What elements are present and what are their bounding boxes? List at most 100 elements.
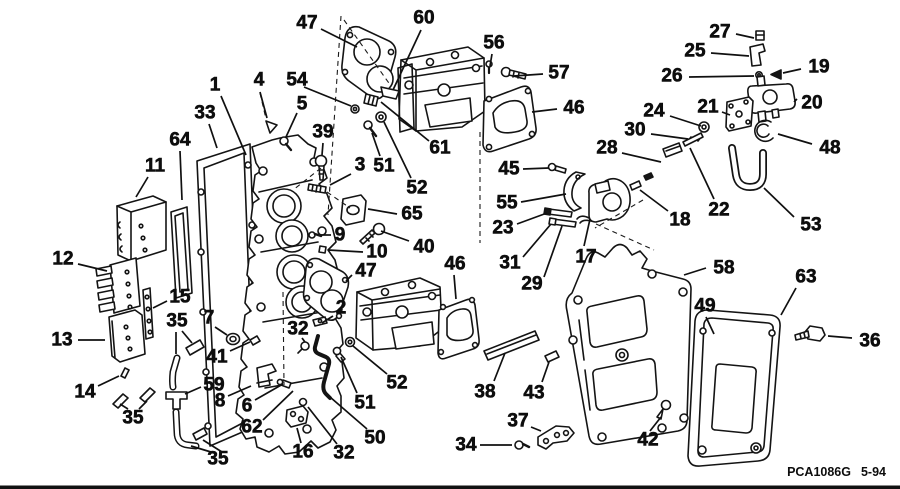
pin-18b xyxy=(643,172,654,181)
callout-9-32: 9 xyxy=(335,225,346,246)
bolt-57 xyxy=(500,66,527,80)
callout-41-56: 41 xyxy=(206,347,228,368)
leader-line-25 xyxy=(710,52,750,57)
callout-13-54: 13 xyxy=(51,330,72,351)
callout-54-20: 54 xyxy=(286,70,308,91)
leader-line-37 xyxy=(530,426,542,432)
fuel-pump-group xyxy=(629,30,796,191)
leader-line-48 xyxy=(777,133,813,145)
callout-56-2: 56 xyxy=(483,33,504,54)
leader-line-56 xyxy=(489,53,493,67)
leader-line-30 xyxy=(650,133,689,140)
screw-34 xyxy=(514,440,531,450)
leader-line-33 xyxy=(208,123,218,149)
leader-line-54 xyxy=(303,86,352,107)
screw-45 xyxy=(554,165,567,174)
callout-35-63: 35 xyxy=(207,449,229,470)
leader-line-60 xyxy=(392,29,422,91)
primer-solenoid-group xyxy=(543,162,631,228)
carb-gasket-lower-left xyxy=(302,257,350,321)
callout-24-11: 24 xyxy=(643,101,665,122)
callout-50-66: 50 xyxy=(364,428,385,449)
callout-48-14: 48 xyxy=(819,138,840,159)
leader-line-2 xyxy=(321,315,334,324)
leader-line-17 xyxy=(583,218,591,247)
grommet-7 xyxy=(225,332,241,346)
clamp-32-b xyxy=(298,397,308,407)
callout-57-3: 57 xyxy=(548,63,569,84)
callout-64-24: 64 xyxy=(169,130,191,151)
leader-line-51 xyxy=(371,132,381,157)
leader-line-12 xyxy=(77,263,108,272)
callout-53-17: 53 xyxy=(800,215,821,236)
leader-line-43 xyxy=(541,361,550,383)
callout-3-26: 3 xyxy=(355,155,366,176)
bracket-65 xyxy=(340,194,367,226)
callout-14-57: 14 xyxy=(74,382,96,403)
callout-43-50: 43 xyxy=(523,383,544,404)
callout-52-28: 52 xyxy=(406,178,427,199)
callout-34-47: 34 xyxy=(455,435,477,456)
carb-gasket-upper xyxy=(341,25,397,100)
callout-15-52: 15 xyxy=(169,287,191,308)
callout-35-53: 35 xyxy=(166,311,188,332)
callout-25-6: 25 xyxy=(684,41,706,62)
callout-12-51: 12 xyxy=(52,249,73,270)
callout-35-62: 35 xyxy=(122,408,144,429)
callout-38-49: 38 xyxy=(474,382,495,403)
leader-line-49 xyxy=(705,316,715,335)
callout-47-34: 47 xyxy=(355,261,376,282)
leader-line-52 xyxy=(352,345,388,375)
rod-22 xyxy=(682,132,704,147)
callout-49-43: 49 xyxy=(694,296,715,317)
leader-line-65 xyxy=(367,208,398,215)
leader-line-35 xyxy=(181,330,193,344)
leader-line-15 xyxy=(152,300,168,309)
reed-plate-lower xyxy=(108,309,146,363)
callout-51-27: 51 xyxy=(373,156,395,177)
callout-58-42: 58 xyxy=(713,258,734,279)
callout-19-8: 19 xyxy=(808,57,829,78)
reed-retainer-strip xyxy=(142,287,154,340)
callout-45-36: 45 xyxy=(498,159,520,180)
screw-42 xyxy=(656,399,672,420)
footer-part-code: PCA1086G xyxy=(787,465,851,479)
leader-line-27 xyxy=(735,33,755,39)
strap-55 xyxy=(563,171,586,212)
carb-gasket-lower-right xyxy=(437,296,480,360)
leader-line-40 xyxy=(380,230,410,242)
callout-17-41: 17 xyxy=(575,247,596,268)
leader-line-26 xyxy=(688,75,755,78)
callout-10-33: 10 xyxy=(366,242,387,263)
callout-22-15: 22 xyxy=(708,200,729,221)
callout-59-58: 59 xyxy=(203,375,224,396)
leader-line-24 xyxy=(669,115,702,127)
leader-line-59 xyxy=(184,386,202,395)
leader-line-23 xyxy=(516,212,548,225)
leader-line-47 xyxy=(320,28,358,48)
callout-61-29: 61 xyxy=(429,138,451,159)
pin-43 xyxy=(544,350,560,363)
callout-37-48: 37 xyxy=(507,411,528,432)
callout-21-10: 21 xyxy=(697,97,719,118)
leader-line-21 xyxy=(721,111,731,116)
leader-line-20 xyxy=(793,98,798,103)
callout-23-38: 23 xyxy=(492,218,513,239)
callout-2-70: 2 xyxy=(336,298,347,319)
callout-36-45: 36 xyxy=(859,331,880,352)
leader-line-45 xyxy=(522,167,550,170)
leader-line-39 xyxy=(321,142,324,156)
tee-fitting-59 xyxy=(165,391,188,410)
pin-9 xyxy=(308,231,323,239)
silencer-cover xyxy=(687,309,781,467)
leader-line-31 xyxy=(522,223,552,258)
reed-housing xyxy=(116,195,167,262)
callout-62-61: 62 xyxy=(241,417,262,438)
callout-18-16: 18 xyxy=(669,210,690,231)
fuel-tube-38 xyxy=(483,330,540,361)
callout-6-60: 6 xyxy=(242,396,253,417)
pin-41 xyxy=(249,335,261,346)
leader-line-28 xyxy=(621,152,662,163)
leader-line-42 xyxy=(649,416,662,432)
